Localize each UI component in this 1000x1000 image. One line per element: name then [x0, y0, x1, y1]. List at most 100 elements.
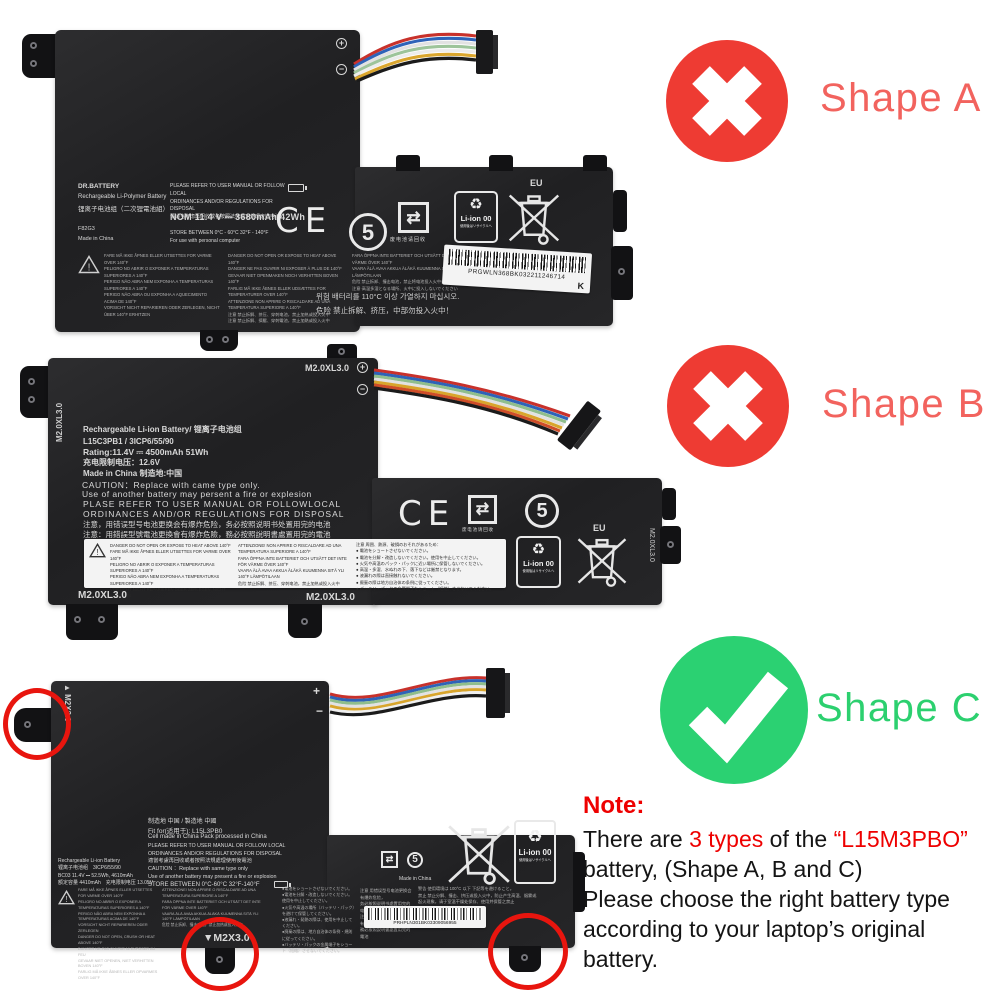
battery-c-barcode-sticker: PRHPLN301BK03309056955: [364, 906, 486, 928]
minus-terminal-icon: −: [357, 384, 368, 395]
note-line-1: There are 3 types of the “L15M3PBO”: [583, 824, 998, 854]
battery-icon: [274, 881, 288, 888]
note-line-4: according to your laptop’s original: [583, 916, 926, 942]
shape-c-label: Shape C: [816, 686, 983, 730]
cable-connector: [557, 401, 602, 450]
recycle-arrows-icon: ♻: [527, 827, 543, 846]
battery-b-warning-sticker: ! DANGER DO NOT OPEN OR EXPOSE TO HEAT A…: [84, 539, 506, 598]
screw-hole: [74, 616, 81, 623]
plus-terminal-icon: +: [336, 38, 347, 49]
li-ion-recycle-icon: ♻ Li-ion 00 使用後はリサイクルへ: [454, 191, 498, 243]
eu-label: EU: [593, 523, 606, 533]
china-rohs-5-icon: 5: [407, 852, 423, 868]
warning-triangle-icon: !: [89, 543, 106, 558]
battery-b-disposal2: ORDINANCES AND/OR REGULATIONS FOR DISPOS…: [83, 509, 345, 519]
eu-label: EU: [530, 178, 543, 188]
screw-hole: [206, 336, 213, 343]
battery-b-note-cn1: 注意，用错误型号电池更换会有爆炸危险，务必按照说明书处置用完的电池: [83, 520, 331, 529]
battery-a-disposal-text: PLEASE REFER TO USER MANUAL OR FOLLOW LO…: [170, 183, 285, 220]
battery-a-body-left: [55, 30, 360, 332]
crossed-wheelie-bin-icon: [508, 194, 560, 245]
cable-connector: [486, 668, 505, 718]
battery-c-disposal: PLEASE REFER TO USER MANUAL OR FOLLOW LO…: [148, 843, 286, 865]
li-ion-caption: 使用後はリサイクルへ: [460, 224, 492, 228]
battery-c-side-bracket: [573, 852, 585, 912]
china-rohs-5-icon: 5: [525, 494, 559, 528]
battery-b-top-tab: [327, 344, 357, 362]
note-line-2: battery, (Shape A, B and C): [583, 856, 863, 882]
li-ion-label: Li-ion 00: [460, 214, 492, 223]
battery-recycle-mark-icon: ⇄: [381, 851, 398, 868]
li-ion-label: Li-ion 00: [523, 559, 554, 568]
battery-a-type: Rechargeable Li-Polymer Battery: [78, 194, 167, 200]
battery-b-screw-label-left: M2.0XL3.0: [55, 402, 64, 442]
battery-a-side-bracket: [611, 246, 633, 300]
battery-b-screw-label-bm: M2.0XL3.0: [306, 592, 355, 603]
battery-b-warnings-col2: ATTENZIONE! NON APRIRE O RISCALDARE AD U…: [238, 543, 347, 586]
battery-b-cable: [373, 368, 602, 450]
li-ion-caption: 使用後はリサイクルへ: [522, 569, 555, 573]
screw-hole: [28, 396, 35, 403]
crossed-wheelie-bin-icon: [448, 825, 510, 885]
battery-b-model: L15C3PB1 / 3ICP6/55/90: [83, 437, 174, 446]
battery-a-warnings-col2: DANGER DO NOT OPEN OR EXPOSE TO HEAT ABO…: [228, 253, 342, 323]
li-ion-label: Li-ion 00: [518, 848, 552, 857]
battery-b-title: Rechargeable Li-ion Battery/ 锂离子电池组: [83, 425, 242, 434]
battery-c-cable: [329, 668, 510, 718]
svg-text:!: !: [88, 262, 91, 273]
highlight-ring-bottom-left-tab: [181, 917, 259, 991]
note-line1-highlight2: “L15M3PBO”: [833, 826, 968, 852]
battery-c-cell-line: Cell made in China Pack processed in Chi…: [148, 834, 267, 840]
battery-c-fit-for: Fit for(适用于): L15L3PB0: [148, 828, 223, 835]
note-line-5: battery.: [583, 946, 658, 972]
battery-c-warnings-col5: 警告 使用環境は 100°C 以下 下記等を避けること。 禁止 禁止分解、撞击、…: [418, 886, 537, 904]
battery-b-side-bracket: [662, 488, 676, 520]
battery-a-rating: NOM 11.4 V ⎓ 3680mAh/42Wh: [170, 212, 306, 222]
shape-b-label: Shape B: [822, 382, 986, 426]
barcode-suffix: K: [577, 280, 585, 292]
battery-b-note-cn2: 注意：用錯誤型號電池更換會有爆炸危險，務必按照說明書處置用完的電池: [83, 530, 331, 539]
crossed-wheelie-bin-icon: [577, 538, 627, 587]
plus-terminal: +: [313, 684, 321, 698]
li-ion-recycle-icon: ♻ Li-ion 00 使用後はリサイクルへ: [516, 536, 561, 588]
li-ion-caption: 使用後はリサイクルへ: [519, 858, 551, 862]
ce-mark: CE: [398, 494, 456, 534]
note-line1-text: There are: [583, 826, 690, 852]
battery-a-type-cn: 锂离子电池组（二次锂電池組）: [78, 206, 169, 213]
battery-b-disposal1: PLASE REFER TO USER MANUAL OR FOLLOWLOCA…: [83, 499, 342, 509]
screw-hole: [301, 618, 308, 625]
note-block: Note: There are 3 types of the “L15M3PBO…: [583, 792, 998, 974]
battery-c-spec: Rechargeable Li-ion Battery 锂离子电池组 3ICP6…: [58, 858, 154, 886]
li-ion-recycle-icon: ♻ Li-ion 00 使用後はリサイクルへ: [514, 820, 556, 884]
barcode: [368, 908, 482, 920]
battery-c-storage: STORE BETWEEN 0°C-60°C 32°F-140°F: [148, 882, 260, 888]
battery-c-caution: CAUTION ：Replace with same type only Use…: [148, 866, 277, 880]
battery-recycle-mark-icon: ⇄: [468, 495, 497, 524]
cable-connector: [476, 30, 493, 74]
battery-a-model: F82G3: [78, 226, 95, 232]
battery-recycle-caption: 废电池请回收: [462, 527, 494, 532]
screw-hole: [338, 348, 345, 355]
screw-hole: [667, 541, 674, 548]
minus-terminal: −: [316, 704, 324, 718]
warning-triangle-icon: !: [78, 255, 100, 273]
screw-hole: [30, 42, 37, 49]
battery-icon: [288, 184, 304, 192]
ce-mark: CE: [275, 201, 333, 241]
warning-triangle-icon: !: [58, 890, 75, 905]
battery-b-screw-label-right: M2.0XL3.0: [648, 528, 655, 562]
note-line-3: Please choose the right battery type: [583, 886, 950, 912]
battery-b-side-bracket: [660, 526, 681, 564]
battery-c-warnings-col1: FARE MÅ IKKE ÅPNES ELLER UTSETTES FOR VA…: [78, 888, 158, 981]
battery-b-screw-label-topright: M2.0XL3.0: [305, 363, 350, 373]
battery-a-cable: [353, 30, 498, 82]
battery-c-made-small: Made in China: [399, 876, 432, 882]
battery-b-caution1: CAUTION：Replace with came type only.: [82, 480, 261, 490]
battery-a-warnings-col1: FARE MÅ IKKE ÅPNES ELLER UTSETTES FOR VA…: [104, 253, 220, 317]
screw-hole: [222, 336, 229, 343]
battery-b-screw-label-bl: M2.0XL3.0: [78, 590, 127, 601]
recycle-arrows-icon: ♻: [469, 196, 483, 213]
battery-a-top-tab: [583, 155, 607, 171]
screw-hole: [618, 268, 625, 275]
barcode-number: PRHPLN301BK03309056955: [393, 921, 457, 926]
